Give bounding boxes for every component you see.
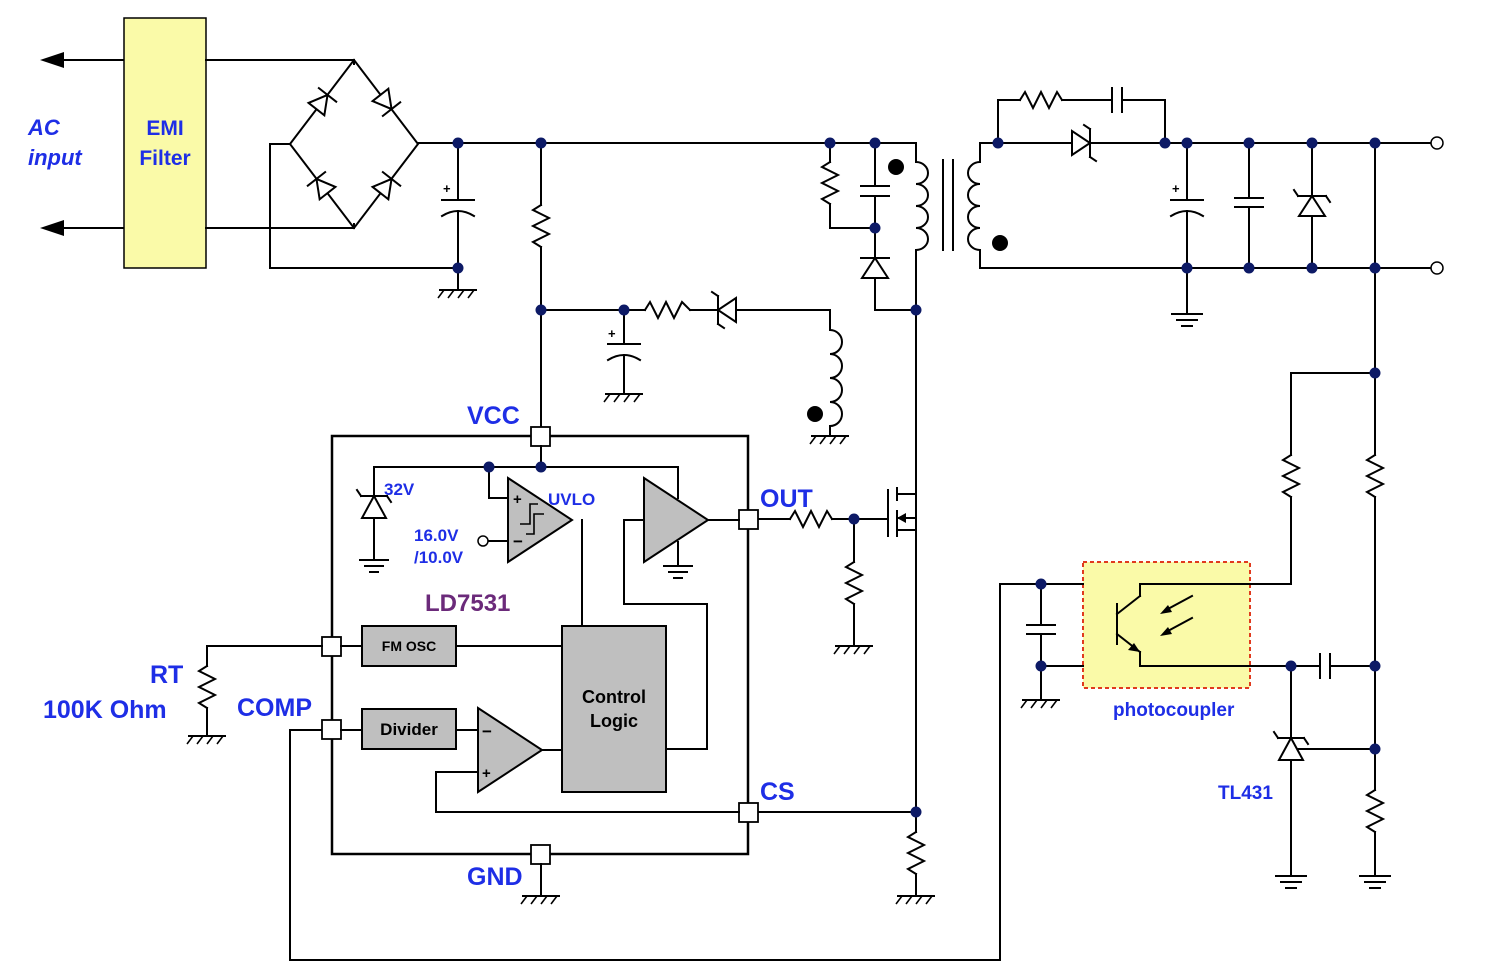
vcc-pin bbox=[530, 426, 551, 447]
uvlo-threshold-1: 16.0V bbox=[414, 526, 459, 545]
rt-resistor bbox=[186, 645, 323, 745]
svg-text:−: − bbox=[513, 532, 523, 551]
rt-pin bbox=[321, 636, 342, 657]
ac-input-label-1: AC bbox=[27, 115, 61, 140]
out-label: OUT bbox=[760, 485, 813, 513]
pwm-comparator bbox=[477, 706, 544, 794]
control-logic-label-2: Logic bbox=[590, 711, 638, 731]
control-logic-label-1: Control bbox=[582, 687, 646, 707]
svg-text:+: + bbox=[1172, 181, 1180, 196]
svg-text:+: + bbox=[513, 491, 522, 508]
svg-text:+: + bbox=[443, 181, 451, 196]
cs-pin bbox=[738, 802, 759, 823]
emi-filter-box bbox=[123, 17, 207, 269]
vcc-label: VCC bbox=[467, 402, 520, 430]
cs-label: CS bbox=[760, 778, 795, 806]
fm-osc-label: FM OSC bbox=[382, 638, 436, 654]
uvlo-threshold-2: /10.0V bbox=[414, 548, 464, 567]
gnd-pin bbox=[530, 844, 551, 865]
vcc-aux-circuit: + bbox=[540, 290, 849, 445]
gnd-label: GND bbox=[467, 863, 523, 891]
ic-name: LD7531 bbox=[425, 590, 510, 617]
svg-text:+: + bbox=[482, 765, 491, 782]
feedback-network: TL431 bbox=[1204, 142, 1391, 889]
divider-label: Divider bbox=[380, 720, 438, 739]
photocoupler: photocoupler bbox=[1040, 561, 1251, 721]
junction-dots bbox=[452, 137, 1381, 818]
emi-filter-label-1: EMI bbox=[146, 117, 183, 140]
secondary-output: + bbox=[979, 87, 1444, 327]
out-pin bbox=[738, 509, 759, 530]
transformer bbox=[888, 142, 1008, 813]
power-mosfet bbox=[853, 487, 935, 905]
ic-ld7531: VCC OUT CS GND COMP RT 100K Ohm LD7531 3… bbox=[43, 402, 813, 905]
comp-pin bbox=[321, 719, 342, 740]
ac-input-label-2: input bbox=[28, 145, 83, 170]
control-logic-block bbox=[561, 625, 667, 793]
ac-input: AC input bbox=[27, 52, 125, 236]
emi-filter-label-2: Filter bbox=[139, 147, 190, 170]
bulk-capacitor: + bbox=[437, 142, 477, 299]
rt-label: RT bbox=[150, 661, 183, 689]
gate-driver bbox=[643, 476, 710, 564]
uvlo-comparator bbox=[507, 476, 574, 564]
bridge-rectifier bbox=[205, 58, 459, 269]
photocoupler-label: photocoupler bbox=[1113, 700, 1235, 721]
fm-osc-block bbox=[361, 625, 457, 667]
tl431-label: TL431 bbox=[1218, 783, 1273, 804]
uvlo-label: UVLO bbox=[548, 490, 595, 509]
photocoupler-box bbox=[1082, 561, 1251, 689]
comp-label: COMP bbox=[237, 694, 312, 722]
rcd-snubber bbox=[819, 142, 917, 311]
emi-filter: EMI Filter bbox=[123, 17, 207, 269]
comp-feedback-wire bbox=[289, 583, 1060, 961]
gate-resistors bbox=[757, 508, 873, 655]
rt-value-label: 100K Ohm bbox=[43, 696, 167, 724]
svg-text:+: + bbox=[608, 326, 616, 341]
zener-32v-label: 32V bbox=[384, 480, 415, 499]
startup-resistor bbox=[530, 142, 552, 437]
svg-text:−: − bbox=[482, 722, 492, 741]
